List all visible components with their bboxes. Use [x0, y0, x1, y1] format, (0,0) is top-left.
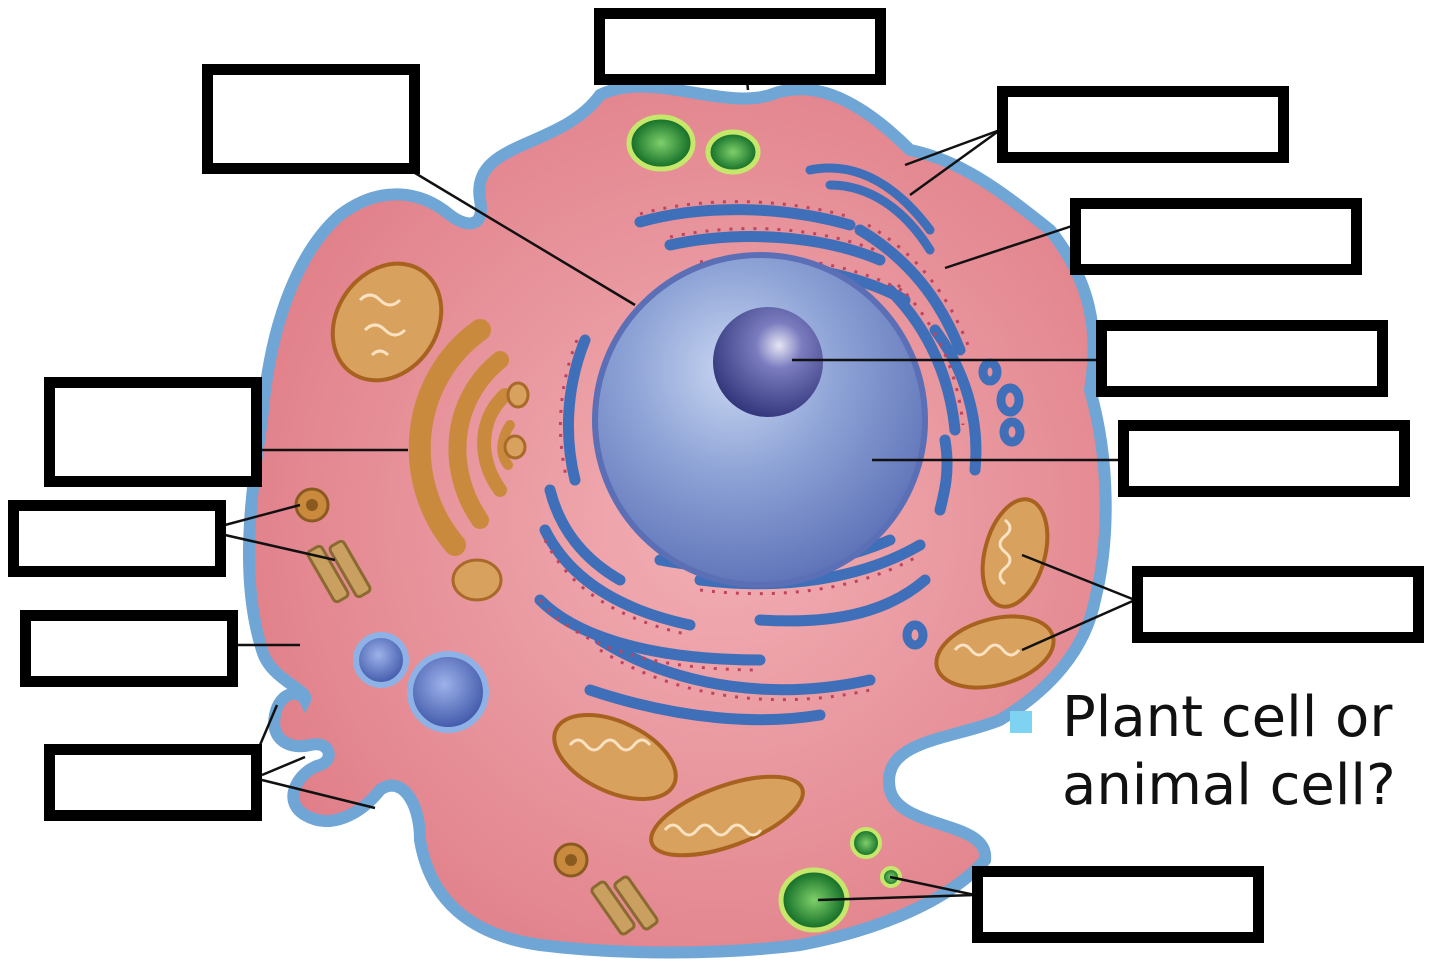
golgi-vesicle	[453, 560, 501, 600]
nucleus	[595, 255, 925, 585]
label-box-rough-er[interactable]	[1070, 198, 1362, 275]
vesicle	[629, 117, 693, 169]
nucleolus	[713, 307, 823, 417]
lysosome	[356, 635, 406, 685]
vesicle	[708, 132, 758, 172]
golgi-vesicle	[508, 383, 528, 407]
label-box-plasma-membrane[interactable]	[44, 744, 262, 821]
label-box-bottom-vesicles[interactable]	[972, 866, 1264, 943]
square-bullet-icon	[1010, 711, 1032, 733]
golgi-vesicle	[505, 436, 525, 458]
label-box-nucleolus[interactable]	[1096, 320, 1388, 397]
question-bullet-point: Plant cell or animal cell?	[1010, 684, 1439, 820]
label-box-nucleus[interactable]	[1118, 420, 1410, 497]
label-box-mitochondria[interactable]	[1132, 566, 1424, 643]
vesicle	[852, 829, 880, 857]
label-box-centrioles[interactable]	[8, 500, 226, 577]
label-box-smooth-er[interactable]	[997, 86, 1289, 163]
label-box-top-vesicles[interactable]	[594, 8, 886, 85]
question-text: Plant cell or animal cell?	[1062, 684, 1439, 820]
label-box-golgi[interactable]	[44, 377, 262, 487]
label-box-cytoplasm[interactable]	[20, 610, 238, 687]
lysosome	[410, 654, 486, 730]
label-box-nuclear-envelope[interactable]	[202, 64, 420, 174]
